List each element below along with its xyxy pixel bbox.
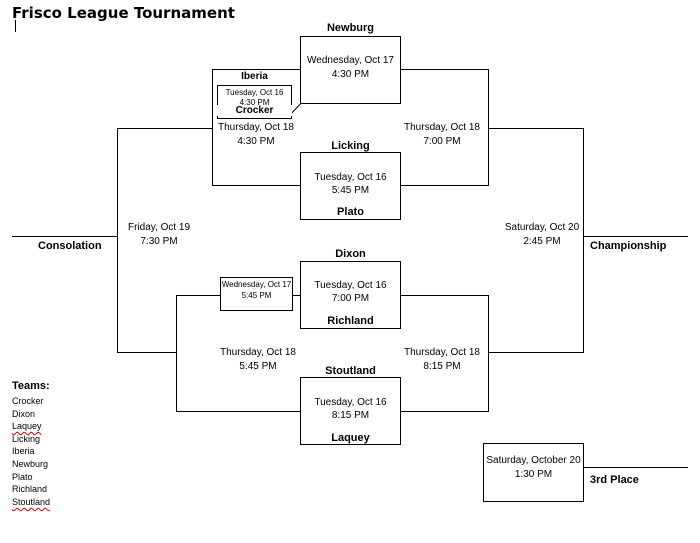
game-time: 5:45 PM bbox=[331, 185, 370, 196]
game-day: Tuesday, Oct 16 bbox=[314, 397, 387, 408]
bracket-line bbox=[400, 69, 488, 70]
team-label-licking: Licking bbox=[331, 140, 370, 152]
game-day: Saturday, Oct 20 bbox=[504, 222, 580, 233]
game-day: Wednesday, Oct 17 bbox=[221, 280, 292, 289]
team-label-plato: Plato bbox=[337, 206, 364, 218]
game-time: 7:00 PM bbox=[423, 136, 461, 147]
game-day: Saturday, October 20 bbox=[486, 455, 581, 466]
game-time: 1:30 PM bbox=[514, 469, 553, 480]
game-box-stoutland-laquey bbox=[300, 377, 401, 445]
game-day: Tuesday, Oct 16 bbox=[314, 172, 387, 183]
team-label-stoutland: Stoutland bbox=[325, 365, 376, 377]
team-label-laquey: Laquey bbox=[331, 432, 370, 444]
game-time: 7:00 PM bbox=[331, 293, 370, 304]
bracket-line bbox=[400, 185, 488, 186]
championship-label: Championship bbox=[590, 240, 667, 252]
game-day: Thursday, Oct 18 bbox=[404, 347, 480, 358]
team-label-iberia: Iberia bbox=[241, 71, 268, 82]
team-label-dixon: Dixon bbox=[335, 248, 366, 260]
game-day: Wednesday, Oct 17 bbox=[307, 55, 394, 66]
teams-heading: Teams: bbox=[12, 380, 50, 392]
text-cursor bbox=[15, 20, 16, 32]
bracket-line bbox=[176, 411, 300, 412]
bracket-line bbox=[117, 128, 212, 129]
game-time: 8:15 PM bbox=[331, 410, 370, 421]
game-day: Tuesday, Oct 16 bbox=[314, 280, 387, 291]
bracket-line bbox=[212, 185, 300, 186]
bracket-line bbox=[400, 411, 488, 412]
game-day: Thursday, Oct 18 bbox=[218, 122, 294, 133]
bracket-line bbox=[212, 69, 300, 70]
team-list-item: Iberia bbox=[12, 446, 35, 457]
game-box-licking-plato bbox=[300, 152, 401, 220]
bracket-line bbox=[488, 128, 584, 129]
teams-list: Crocker Dixon Laquey Licking Iberia Newb… bbox=[12, 395, 50, 508]
game-time: 7:30 PM bbox=[140, 236, 178, 247]
team-label-newburg: Newburg bbox=[326, 22, 375, 34]
team-list-item: Crocker bbox=[12, 396, 44, 406]
game-time: 5:45 PM bbox=[239, 361, 277, 372]
game-box-third-place bbox=[483, 443, 584, 502]
team-list-item: Plato bbox=[12, 471, 33, 482]
team-list-item: Laquey bbox=[12, 421, 42, 432]
game-box-wednesday bbox=[220, 277, 293, 311]
third-place-label: 3rd Place bbox=[590, 474, 639, 486]
bracket-line bbox=[212, 69, 213, 186]
bracket-line bbox=[117, 128, 118, 353]
page-title: Frisco League Tournament bbox=[12, 4, 235, 22]
championship-line bbox=[583, 236, 688, 237]
bracket-line bbox=[176, 295, 177, 412]
game-time: 5:45 PM bbox=[241, 291, 272, 300]
team-list-item: Newburg bbox=[12, 458, 49, 469]
game-time: 2:45 PM bbox=[523, 236, 561, 247]
team-label-crocker: Crocker bbox=[217, 105, 292, 116]
team-list-item: Stoutland bbox=[12, 496, 51, 507]
game-time: 4:30 PM bbox=[237, 136, 275, 147]
game-day: Thursday, Oct 18 bbox=[404, 122, 480, 133]
consolation-line bbox=[12, 236, 117, 237]
team-list-item: Dixon bbox=[12, 408, 36, 419]
bracket-line bbox=[583, 128, 584, 353]
game-time: 4:30 PM bbox=[331, 69, 370, 80]
game-day: Thursday, Oct 18 bbox=[220, 347, 296, 358]
bracket-line bbox=[488, 69, 489, 186]
game-day: Tuesday, Oct 16 bbox=[225, 88, 284, 97]
game-day: Friday, Oct 19 bbox=[127, 222, 191, 233]
team-list-item: Licking bbox=[12, 433, 41, 444]
bracket-line bbox=[488, 295, 489, 412]
bracket-line bbox=[400, 295, 488, 296]
bracket-line bbox=[117, 352, 176, 353]
consolation-label: Consolation bbox=[38, 240, 102, 252]
game-time: 8:15 PM bbox=[423, 361, 461, 372]
third-place-line bbox=[583, 467, 688, 468]
team-label-richland: Richland bbox=[327, 315, 374, 327]
game-box-newburg bbox=[300, 36, 401, 104]
team-list-item: Richland bbox=[12, 484, 48, 495]
game-time: 4:30 PM bbox=[239, 98, 270, 107]
bracket-line bbox=[488, 352, 584, 353]
game-box-dixon-richland bbox=[300, 261, 401, 329]
